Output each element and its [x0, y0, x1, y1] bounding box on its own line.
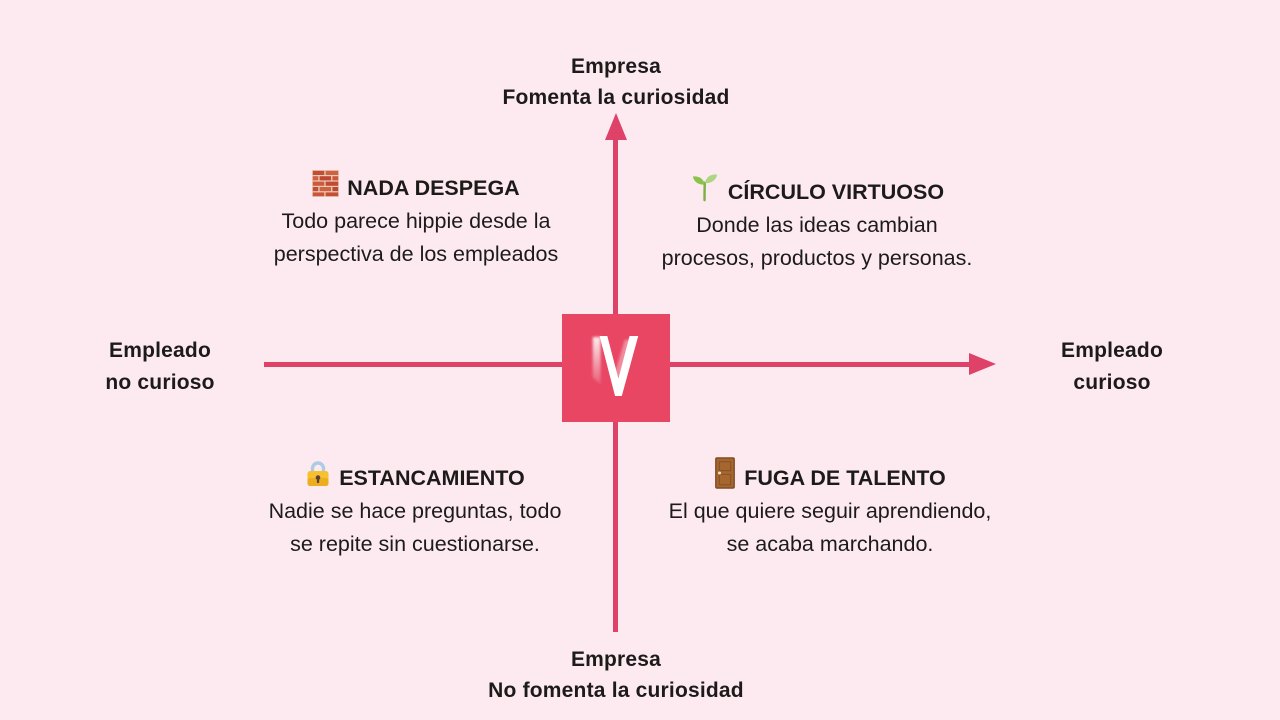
quadrant-title-row: FUGA DE TALENTO — [600, 457, 1060, 495]
quadrant-body-line1: Todo parece hippie desde la — [281, 209, 551, 233]
quadrant-title: FUGA DE TALENTO — [744, 465, 946, 490]
quadrant-body-line2: perspectiva de los empleados — [273, 242, 559, 266]
quadrant-title: ESTANCAMIENTO — [339, 465, 525, 490]
axis-label-top-line1: Empresa — [570, 55, 662, 78]
quadrant-bottom-left: ESTANCAMIENTO Nadie se hace preguntas, t… — [185, 461, 645, 561]
m-letter-logo-icon — [587, 334, 645, 403]
up-arrow-icon — [605, 113, 627, 140]
right-arrow-icon — [969, 353, 996, 375]
seedling-icon — [690, 172, 720, 212]
center-brand-logo — [562, 314, 670, 422]
axis-label-right-line1: Empleado — [1061, 339, 1163, 362]
quadrant-body-line2: procesos, productos y personas. — [661, 246, 973, 270]
axis-label-right: Empleado curioso — [987, 335, 1237, 399]
axis-label-top-line2: Fomenta la curiosidad — [502, 86, 730, 109]
quadrant-bottom-right: FUGA DE TALENTO El que quiere seguir apr… — [600, 457, 1060, 561]
axis-label-right-line2: curioso — [1073, 371, 1151, 394]
quadrant-title-row: CÍRCULO VIRTUOSO — [587, 172, 1047, 212]
quadrant-body-line1: El que quiere seguir aprendiendo, — [668, 499, 992, 523]
quadrant-top-right: CÍRCULO VIRTUOSO Donde las ideas cambian… — [587, 172, 1047, 275]
quadrant-top-left: NADA DESPEGA Todo parece hippie desde la… — [186, 169, 646, 271]
axis-label-bottom-line2: No fomenta la curiosidad — [488, 679, 744, 702]
quadrant-title-row: ESTANCAMIENTO — [185, 461, 645, 495]
axis-label-bottom-line1: Empresa — [570, 648, 662, 671]
quadrant-body-line1: Donde las ideas cambian — [696, 213, 938, 237]
quadrant-body-line2: se repite sin cuestionarse. — [290, 532, 540, 556]
axis-label-left-line1: Empleado — [109, 339, 211, 362]
quadrant-body-line1: Nadie se hace preguntas, todo — [268, 499, 562, 523]
quadrant-title: NADA DESPEGA — [347, 175, 520, 200]
quadrant-body-line2: se acaba marchando. — [726, 532, 934, 556]
axis-label-left: Empleado no curioso — [35, 335, 285, 399]
quadrant-title: CÍRCULO VIRTUOSO — [727, 179, 945, 204]
axis-label-left-line2: no curioso — [105, 371, 215, 394]
lock-icon — [305, 459, 331, 497]
door-icon — [714, 457, 736, 499]
quadrant-title-row: NADA DESPEGA — [186, 169, 646, 207]
brick-wall-icon — [312, 169, 340, 207]
axis-label-bottom: Empresa No fomenta la curiosidad — [366, 644, 866, 706]
axis-label-top: Empresa Fomenta la curiosidad — [366, 51, 866, 113]
